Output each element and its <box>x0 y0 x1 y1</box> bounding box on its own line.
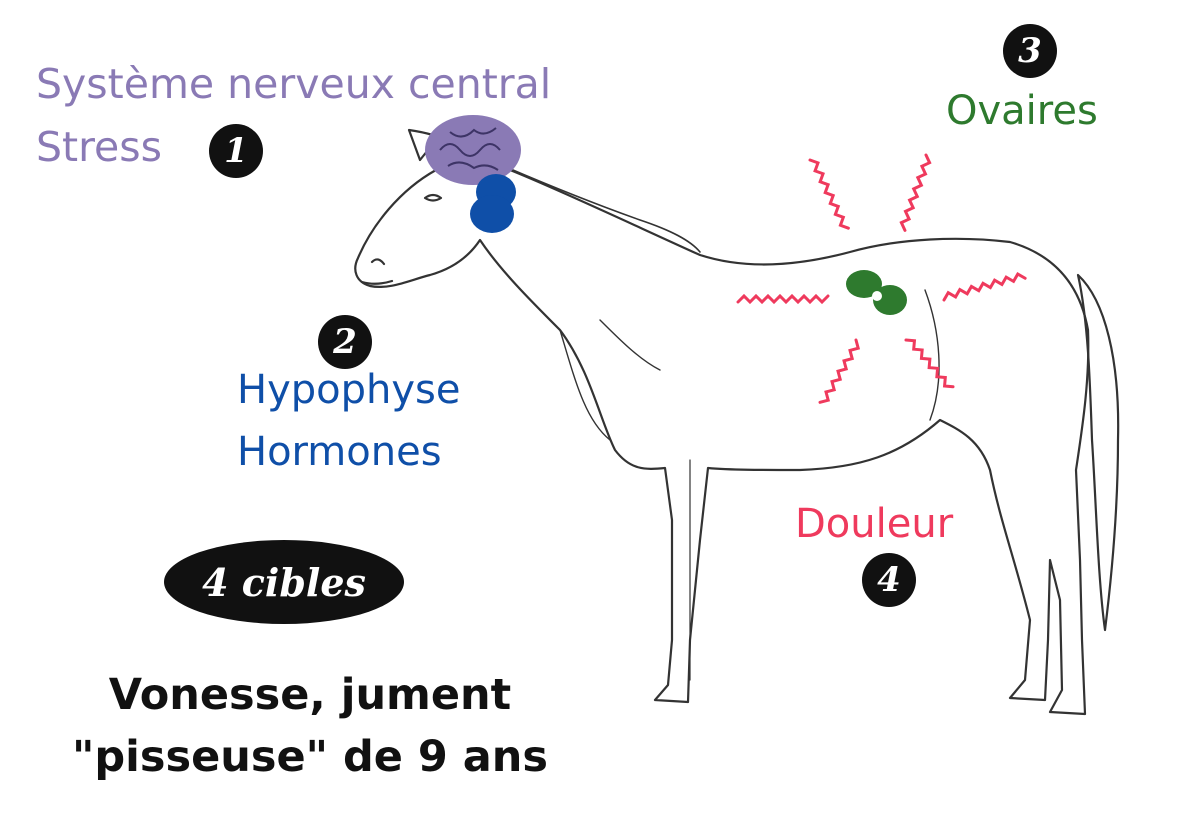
ovaries-icon <box>846 270 907 315</box>
horse-outline <box>354 128 1120 716</box>
number-4-badge: 4 <box>862 553 916 607</box>
pain-squiggle-icon <box>736 153 1027 404</box>
cns-label: Système nerveux central <box>36 60 552 108</box>
caption-line-1: Vonesse, jument <box>108 670 512 720</box>
number-1-badge: 1 <box>209 124 263 178</box>
caption-line-2: "pisseuse" de 9 ans <box>71 732 549 782</box>
number-3-badge: 3 <box>1003 24 1057 78</box>
pituitary-gland-icon <box>470 174 516 233</box>
stress-label: Stress <box>36 123 163 171</box>
hypophyse-label: Hypophyse <box>237 367 461 413</box>
hormones-label: Hormones <box>237 429 442 475</box>
brain-icon <box>425 115 521 185</box>
number-2-badge: 2 <box>318 315 372 369</box>
ovaires-label: Ovaires <box>946 88 1098 134</box>
targets-badge: 4 cibles <box>164 540 404 624</box>
caption: Vonesse, jument "pisseuse" de 9 ans <box>40 664 580 788</box>
douleur-label: Douleur <box>795 501 954 547</box>
